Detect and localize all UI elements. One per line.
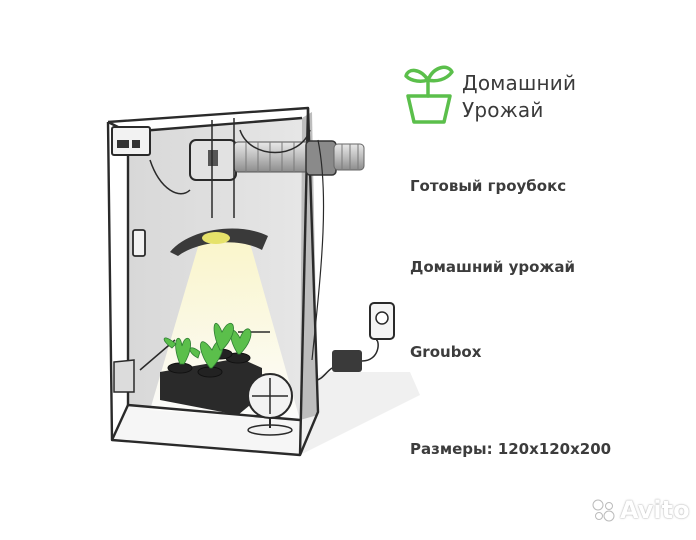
- avito-dots-icon: [592, 499, 615, 522]
- brand-line-1: Домашний: [462, 71, 577, 95]
- avito-watermark: Avito: [590, 496, 690, 524]
- avito-text: Avito: [620, 496, 690, 524]
- wall-switch-icon: [132, 229, 146, 257]
- feature-ready-growbox: Готовый гроубокс: [410, 177, 567, 195]
- brand-line-2: Урожай: [462, 98, 544, 122]
- ballast-icon: [332, 350, 362, 372]
- brand-logo: [404, 65, 454, 124]
- lamp-bulb-icon: [202, 232, 230, 244]
- feature-home-harvest: Домашний урожай: [410, 258, 575, 276]
- feature-groubox: Groubox: [410, 343, 482, 361]
- intake-vent-icon: [113, 359, 135, 393]
- tent-floor: [112, 405, 300, 455]
- tent-frame-front: [106, 106, 320, 457]
- brand-name: Домашний Урожай: [462, 70, 576, 124]
- plants-icon: [163, 322, 252, 369]
- feature-dimensions: Размеры: 120x120x200: [410, 440, 612, 458]
- sprout-pot-icon: [404, 65, 454, 124]
